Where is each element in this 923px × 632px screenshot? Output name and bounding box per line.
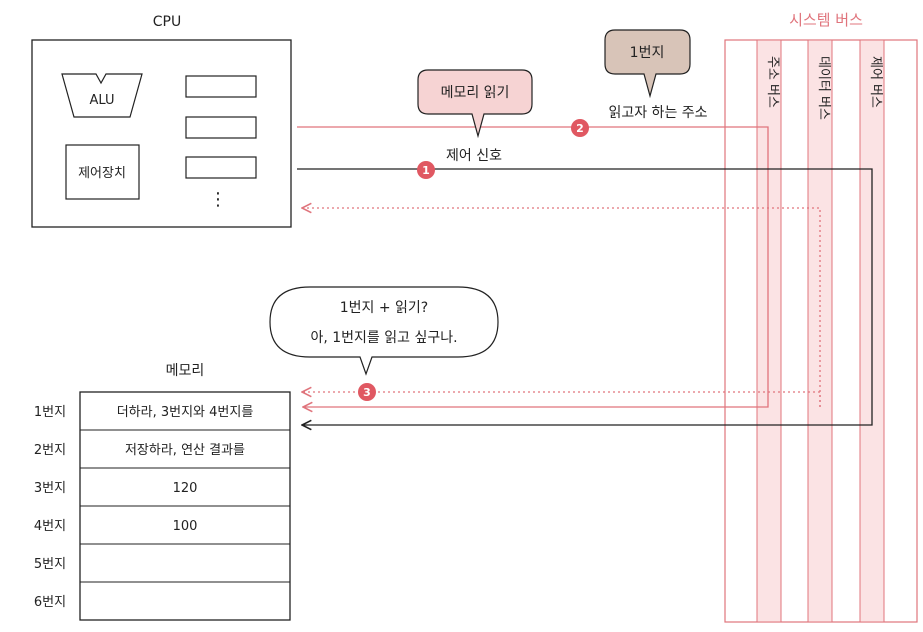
memory-title: 메모리 — [166, 363, 205, 379]
alu: ALU — [61, 73, 143, 118]
step-badge-2: 2 — [571, 119, 589, 137]
memory-address: 2번지 — [34, 443, 66, 458]
control-unit-label: 제어장치 — [78, 166, 126, 181]
memory-read-callout-label: 메모리 읽기 — [441, 85, 510, 101]
signal-lines — [297, 126, 873, 425]
svg-text:2: 2 — [576, 122, 584, 135]
control-signal-caption: 제어 신호 — [446, 148, 502, 164]
address-callout-label: 1번지 — [630, 45, 665, 61]
step-badge-1: 1 — [417, 161, 435, 179]
memory-address: 1번지 — [34, 405, 66, 420]
register — [185, 156, 257, 179]
memory-cell: 120 — [173, 481, 198, 496]
memory-address: 3번지 — [34, 481, 66, 496]
address-bus-label: 주소 버스 — [765, 56, 780, 108]
memory-thought-line1: 1번지 + 읽기? — [340, 300, 429, 316]
target-address-caption: 읽고자 하는 주소 — [608, 105, 707, 121]
data-line-memory — [302, 392, 821, 407]
data-line-cpu — [302, 208, 821, 407]
memory-cell: 100 — [173, 519, 198, 534]
system-bus: 시스템 버스 주소 버스 데이터 버스 제어 버스 — [724, 11, 918, 623]
control-unit: 제어장치 — [65, 144, 140, 200]
svg-text:1: 1 — [422, 164, 430, 177]
registers: ⋮ — [185, 75, 257, 210]
memory-address: 6번지 — [34, 595, 66, 610]
memory-cell: 더하라, 3번지와 4번지를 — [117, 405, 254, 420]
cpu-title: CPU — [153, 14, 181, 30]
address-bus: 주소 버스 — [756, 39, 782, 623]
address-line — [297, 126, 769, 407]
register — [185, 75, 257, 98]
memory-thought-bubble: 1번지 + 읽기? 아, 1번지를 읽고 싶구나. — [269, 286, 499, 376]
data-bus-label: 데이터 버스 — [816, 56, 831, 120]
address-callout: 1번지 — [604, 29, 691, 99]
memory-cell: 저장하라, 연산 결과를 — [125, 443, 245, 458]
memory-read-callout: 메모리 읽기 — [417, 69, 533, 139]
register-ellipsis: ⋮ — [209, 189, 227, 210]
register — [185, 116, 257, 139]
cpu: CPU ALU 제어장치 ⋮ — [31, 14, 292, 228]
step-badge-3: 3 — [358, 383, 376, 401]
system-bus-title: 시스템 버스 — [789, 11, 863, 29]
svg-text:3: 3 — [363, 386, 371, 399]
control-bus-label: 제어 버스 — [868, 56, 883, 108]
alu-shape — [61, 73, 143, 118]
memory-thought-line2: 아, 1번지를 읽고 싶구나. — [310, 330, 457, 346]
memory-address: 5번지 — [34, 557, 66, 572]
control-line — [297, 168, 873, 425]
memory: 메모리 1번지 더하라, 3번지와 4번지를 2번지 저장하라, 연산 결과를 … — [34, 363, 291, 621]
memory-address: 4번지 — [34, 519, 66, 534]
alu-label: ALU — [89, 93, 114, 108]
